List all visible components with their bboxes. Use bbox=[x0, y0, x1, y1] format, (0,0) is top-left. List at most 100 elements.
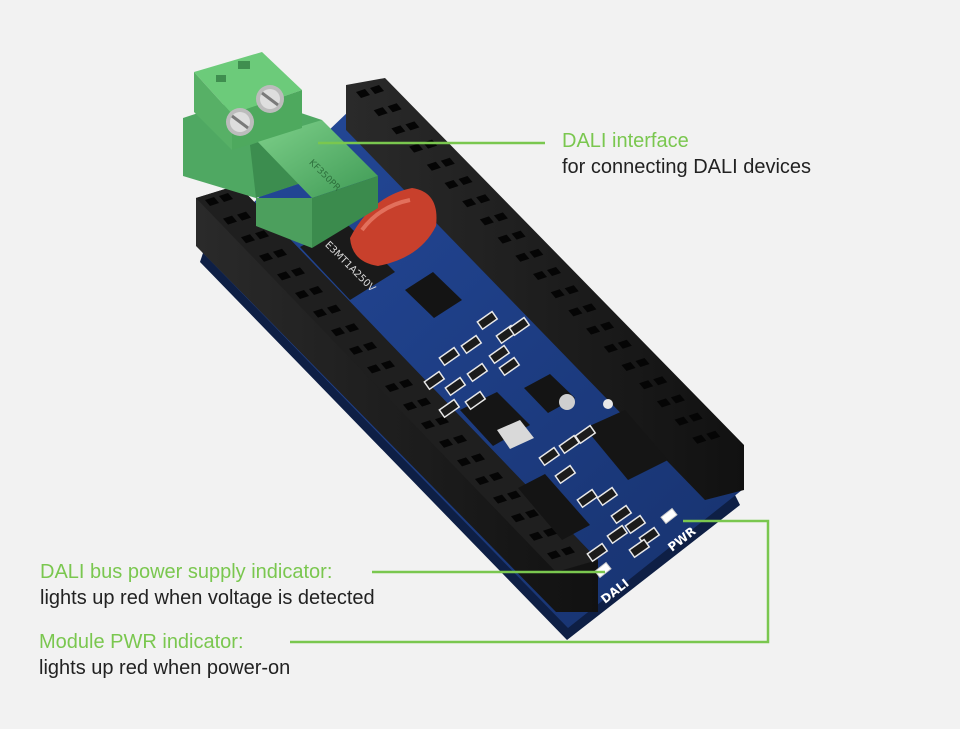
pwr-led bbox=[660, 507, 678, 525]
header-pin-hole bbox=[435, 416, 449, 426]
header-pin-hole bbox=[493, 212, 508, 222]
header-pin-hole bbox=[479, 216, 494, 226]
header-pin-hole bbox=[391, 125, 406, 135]
header-pin-hole bbox=[471, 453, 485, 463]
header-pin-hole bbox=[543, 527, 557, 537]
header-pin-hole bbox=[313, 308, 327, 318]
header-pin-hole bbox=[670, 394, 685, 404]
header-pin-hole bbox=[241, 234, 255, 244]
header-pin-hole bbox=[489, 472, 503, 481]
annotation-bus-power-indicator: DALI bus power supply indicator: lights … bbox=[40, 559, 375, 611]
header-pin-hole bbox=[603, 343, 618, 353]
smd-resistor bbox=[476, 310, 499, 331]
smd-resistor bbox=[466, 362, 489, 383]
smd-resistor bbox=[508, 316, 531, 337]
annotation-title: Module PWR indicator: bbox=[39, 631, 244, 653]
smd-resistor bbox=[628, 538, 651, 559]
header-pin-hole bbox=[550, 289, 565, 299]
smd-resistor bbox=[444, 376, 467, 397]
header-pin-hole bbox=[223, 215, 237, 225]
header-pin-hole bbox=[219, 193, 233, 202]
header-pin-hole bbox=[692, 434, 707, 444]
header-pin-hole bbox=[440, 157, 455, 167]
header-pin-hole bbox=[617, 339, 632, 349]
header-pin-hole bbox=[387, 103, 402, 113]
header-pin-hole bbox=[439, 438, 453, 448]
header-pin-hole bbox=[561, 546, 575, 556]
header-pin-hole bbox=[385, 383, 399, 392]
header-pin-hole bbox=[568, 307, 583, 317]
annotation-title: DALI interface bbox=[562, 130, 689, 152]
header-pin-hole bbox=[367, 364, 381, 374]
smd-resistor bbox=[574, 424, 597, 445]
header-pin-hole bbox=[405, 121, 420, 131]
header-pin-hole bbox=[475, 476, 489, 485]
transistor bbox=[460, 392, 534, 449]
header-pin-hole bbox=[277, 271, 291, 281]
leader-line-pwr-indicator bbox=[290, 519, 770, 644]
header-pin-hole bbox=[373, 107, 388, 117]
back-header-pins bbox=[356, 85, 721, 444]
header-pin-hole bbox=[255, 230, 269, 240]
header-pin-hole bbox=[356, 89, 370, 98]
header-pin-hole bbox=[688, 412, 703, 422]
leader-lines bbox=[290, 141, 770, 644]
terminal-block: KF350PR bbox=[183, 52, 378, 248]
header-pin-hole bbox=[497, 234, 512, 244]
front-header-pins bbox=[205, 193, 575, 560]
header-pin-hole bbox=[417, 397, 431, 407]
header-pin-hole bbox=[635, 358, 650, 367]
header-pin-hole bbox=[653, 376, 668, 386]
header-pin-hole bbox=[349, 345, 363, 355]
header-pin-hole bbox=[237, 211, 251, 221]
smd-resistor bbox=[464, 390, 487, 411]
header-pin-hole bbox=[674, 416, 689, 426]
smd-resistor bbox=[624, 514, 647, 535]
ic-chip-large bbox=[585, 399, 668, 480]
smd-resistor bbox=[576, 488, 599, 509]
header-pin-hole bbox=[309, 286, 323, 295]
header-pin-hole bbox=[586, 325, 601, 335]
annotation-description: for connecting DALI devices bbox=[562, 156, 812, 178]
smd-resistor bbox=[538, 446, 561, 467]
annotation-description: lights up red when voltage is detected bbox=[40, 587, 375, 609]
smd-resistor bbox=[488, 344, 511, 365]
header-pin-hole bbox=[327, 304, 341, 314]
header-pin-hole bbox=[331, 327, 345, 337]
header-pin-hole bbox=[476, 194, 491, 204]
smd-resistor bbox=[498, 356, 521, 377]
header-pin-hole bbox=[291, 267, 305, 277]
header-pin-hole bbox=[381, 360, 395, 370]
header-pin-hole bbox=[457, 457, 471, 467]
header-pin-hole bbox=[639, 380, 654, 390]
annotation-description: lights up red when power-on bbox=[39, 657, 291, 679]
smd-resistor bbox=[558, 434, 581, 455]
header-pin-hole bbox=[507, 490, 521, 500]
smd-resistor bbox=[438, 398, 461, 419]
smd-resistor bbox=[554, 464, 577, 485]
smd-resistor bbox=[606, 524, 629, 545]
header-pin-hole bbox=[529, 248, 544, 258]
header-pin-hole bbox=[205, 197, 219, 206]
header-pin-hole bbox=[273, 248, 287, 258]
header-pin-hole bbox=[363, 341, 377, 351]
smd-resistors bbox=[423, 310, 661, 563]
header-pin-hole bbox=[706, 430, 721, 440]
header-pin-hole bbox=[453, 434, 467, 444]
header-pin-hole bbox=[547, 267, 561, 276]
annotation-title: DALI bus power supply indicator: bbox=[40, 561, 333, 583]
header-pin-hole bbox=[529, 531, 543, 541]
header-pin-hole bbox=[462, 198, 477, 208]
header-pin-hole bbox=[426, 161, 441, 171]
smd-resistor bbox=[586, 542, 609, 563]
header-pin-hole bbox=[547, 550, 561, 560]
header-pin-hole bbox=[600, 321, 615, 331]
header-pin-hole bbox=[582, 303, 597, 313]
header-pin-hole bbox=[370, 85, 384, 94]
smd-resistor bbox=[460, 334, 483, 355]
header-pin-hole bbox=[564, 285, 579, 295]
header-pin-hole bbox=[345, 323, 359, 333]
annotation-pwr-indicator: Module PWR indicator: lights up red when… bbox=[39, 629, 290, 681]
header-pin-hole bbox=[621, 362, 636, 371]
